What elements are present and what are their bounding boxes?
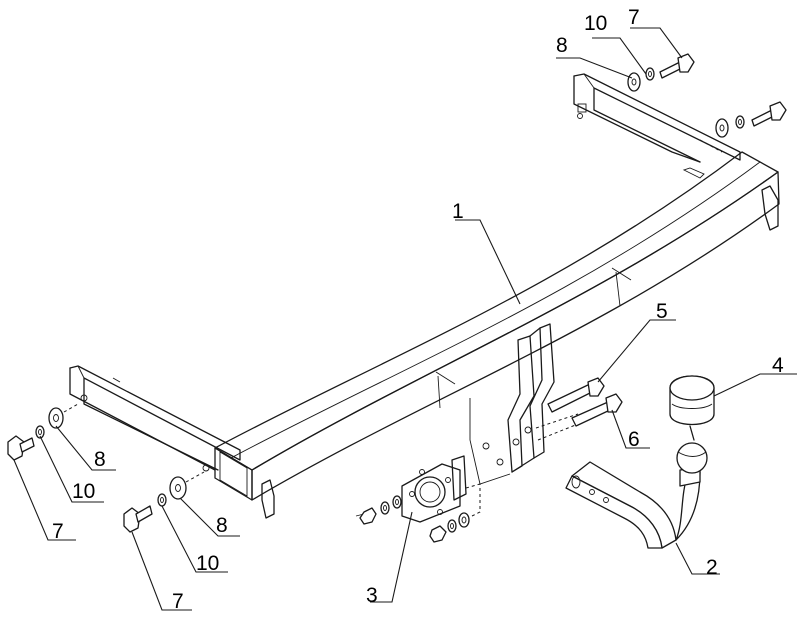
hardware-left [7,403,79,461]
centre-mounting-plate [469,323,579,485]
callout-2: 2 [706,556,718,579]
hardware-bottom [123,471,205,533]
bolt-5 [547,377,605,413]
cross-beam [214,151,780,519]
callout-1: 1 [452,200,464,223]
ball-cap [669,375,715,441]
socket-plate [401,455,481,523]
callout-8-top: 8 [556,34,568,57]
socket-hardware-lower [429,512,470,543]
callout-labels: 1 2 3 4 5 6 7 8 10 7 8 10 7 8 10 [52,6,784,613]
callout-7-left: 7 [52,520,64,543]
left-side-bracket [69,365,241,472]
socket-hardware-left [355,495,402,525]
right-side-bracket [573,73,741,179]
callout-10-bottom: 10 [196,552,219,575]
leader-lines [13,27,797,611]
callout-10-left: 10 [72,480,95,503]
callout-6: 6 [628,428,640,451]
hardware-top-right [627,53,695,92]
callout-10-top: 10 [584,12,607,35]
callout-3: 3 [366,584,378,607]
callout-7-bottom: 7 [172,590,184,613]
callout-8-bottom: 8 [216,514,228,537]
callout-4: 4 [772,354,784,377]
callout-8-left: 8 [94,448,106,471]
callout-7-top: 7 [628,6,640,29]
callout-5: 5 [656,300,668,323]
hardware-right-secondary [715,101,787,138]
bolt-6 [571,393,623,427]
tow-ball-neck [565,442,708,549]
